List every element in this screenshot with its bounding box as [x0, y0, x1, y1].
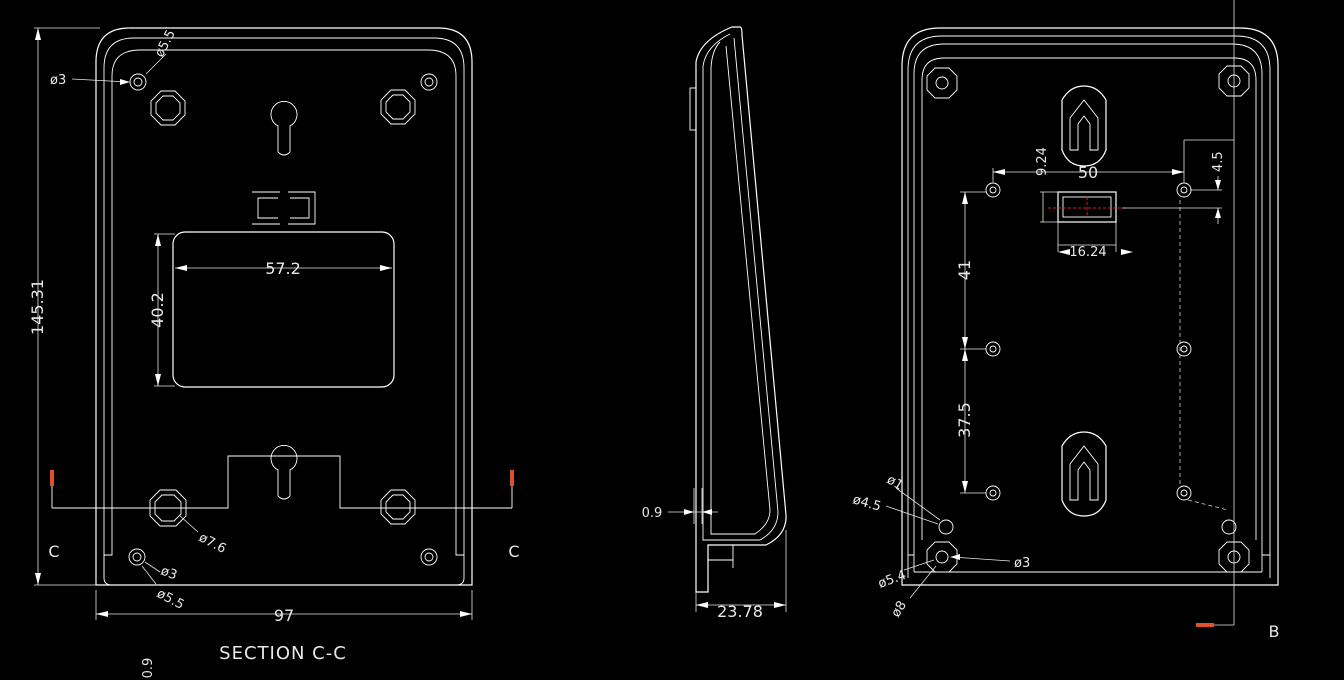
dim-hole-45-text: ø4.5 — [851, 492, 883, 514]
hanger-top — [1061, 85, 1107, 167]
dim-slot-offset-text: 9.24 — [1035, 147, 1050, 176]
dim-wall-text: 0.9 — [642, 506, 663, 521]
view-b-arrow — [1196, 623, 1214, 627]
dim-slot-width-text: 16.24 — [1069, 245, 1106, 260]
back-small-hole-br — [1221, 519, 1237, 535]
corner-hole-tr — [420, 73, 438, 91]
boss-tl — [150, 90, 186, 126]
pattern-hole-1 — [985, 182, 1001, 198]
dim-hole-bottom-text: ø3 — [159, 564, 179, 584]
dim-hole-54-text: ø5.4 — [876, 568, 908, 592]
dim-hole-3-text: ø3 — [1014, 556, 1030, 571]
dim-spacing-h-text: 50 — [1078, 163, 1098, 182]
back-outline — [901, 27, 1279, 586]
section-title: SECTION C-C — [219, 643, 347, 664]
section-line — [52, 455, 512, 509]
section-marker-right: C — [508, 542, 519, 561]
keyhole-top — [270, 101, 298, 156]
slot-bracket — [252, 191, 316, 225]
dim-width-text: 97 — [274, 606, 294, 625]
pattern-hole-3 — [985, 341, 1001, 357]
front-inner-outline — [103, 37, 465, 578]
front-view: 145.31 97 57.2 40.2 ø3 ø5.5 ø7.6 ø3 ø5.5… — [28, 27, 520, 679]
boss-br — [380, 489, 416, 525]
section-marker-left: C — [48, 542, 59, 561]
dim-hole-8-text: ø8 — [889, 598, 910, 620]
dim-hole-top-text: ø3 — [50, 73, 66, 88]
corner-hole-br — [420, 548, 438, 566]
corner-hole-bl — [128, 548, 146, 566]
dim-window-width-text: 57.2 — [265, 259, 301, 278]
section-arrow-left — [50, 470, 54, 486]
dim-boss-text: ø7.6 — [196, 530, 228, 557]
section-arrow-right — [510, 470, 514, 486]
dim-spacing-v2-text: 37.5 — [955, 402, 974, 438]
pattern-hole-4 — [1176, 341, 1192, 357]
side-outline — [695, 26, 787, 593]
boss-bl — [149, 489, 187, 527]
pattern-hole-5 — [985, 485, 1001, 501]
dim-spacing-v1-text: 41 — [955, 260, 974, 280]
side-view: 0.9 23.78 — [642, 26, 787, 621]
center-slot — [1057, 191, 1117, 223]
back-boss-tl — [926, 67, 958, 99]
dim-hole-1-text: ø1 — [884, 472, 906, 493]
pattern-hole-2 — [1176, 182, 1192, 198]
dim-slot-v-text: 4.5 — [1211, 151, 1226, 172]
dim-depth-text: 23.78 — [717, 602, 763, 621]
corner-hole-tl — [129, 73, 147, 91]
back-boss-br — [1218, 541, 1250, 573]
dim-hole-bottom-cb-text: ø5.5 — [154, 586, 186, 613]
back-small-hole-bl — [938, 519, 954, 535]
display-window — [172, 231, 395, 388]
stray-dim-text: 0.9 — [141, 658, 156, 679]
view-marker-b: B — [1269, 622, 1280, 641]
boss-tr — [380, 89, 416, 125]
back-boss-bl — [926, 541, 958, 573]
pattern-hole-6 — [1176, 485, 1192, 501]
dim-height-text: 145.31 — [28, 279, 47, 335]
front-outline — [95, 27, 473, 586]
keyhole-bottom — [270, 445, 298, 500]
dim-hole-top-cb-text: ø5.5 — [152, 28, 179, 60]
back-boss-tr — [1218, 65, 1250, 97]
dim-window-height-text: 40.2 — [148, 292, 167, 328]
bottom-notch — [103, 520, 465, 586]
back-view: 50 9.24 4.5 16.24 41 37.5 ø4.5 ø1 ø5.4 ø… — [851, 0, 1280, 641]
hanger-bottom — [1061, 431, 1107, 517]
